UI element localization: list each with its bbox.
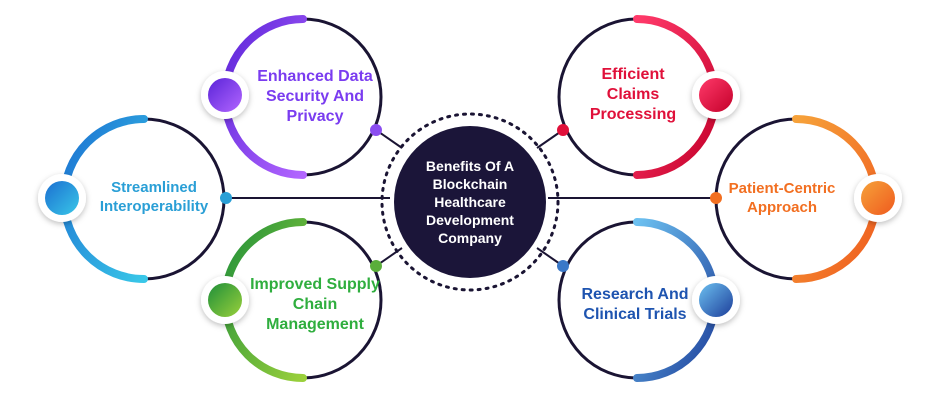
benefit-patient-centric xyxy=(710,115,902,283)
benefit-streamlined-interoperability xyxy=(38,115,232,283)
label-efficient-claims: Efficient Claims Processing xyxy=(589,66,677,123)
dot-streamlined xyxy=(220,192,232,204)
dot-patient xyxy=(710,192,722,204)
center-circle xyxy=(394,126,546,278)
benefit-improved-supply-chain xyxy=(201,218,383,382)
dot-supply xyxy=(370,260,382,272)
dot-research xyxy=(557,260,569,272)
node-streamlined-inner xyxy=(45,181,79,215)
center-title: Benefits Of A Blockchain Healthcare Deve… xyxy=(425,157,515,247)
node-supply-inner xyxy=(208,283,242,317)
label-enhanced-data-security: Enhanced Data Security And Privacy xyxy=(257,68,373,125)
label-improved-supply-chain: Improved Supply Chain Management xyxy=(250,276,380,333)
center-hub xyxy=(380,112,560,292)
dot-claims xyxy=(557,124,569,136)
center-dotted-ring xyxy=(380,112,560,292)
node-patient-inner xyxy=(861,181,895,215)
label-research-clinical: Research And Clinical Trials xyxy=(581,286,689,323)
benefit-research-clinical xyxy=(557,218,740,382)
benefit-enhanced-data-security xyxy=(201,15,383,179)
node-claims-inner xyxy=(699,78,733,112)
label-patient-centric: Patient-Centric Approach xyxy=(728,180,836,216)
label-streamlined-interoperability: Streamlined Interoperability xyxy=(99,179,209,215)
benefit-efficient-claims xyxy=(557,15,740,179)
dot-enhanced xyxy=(370,124,382,136)
node-enhanced-inner xyxy=(208,78,242,112)
node-research-inner xyxy=(699,283,733,317)
